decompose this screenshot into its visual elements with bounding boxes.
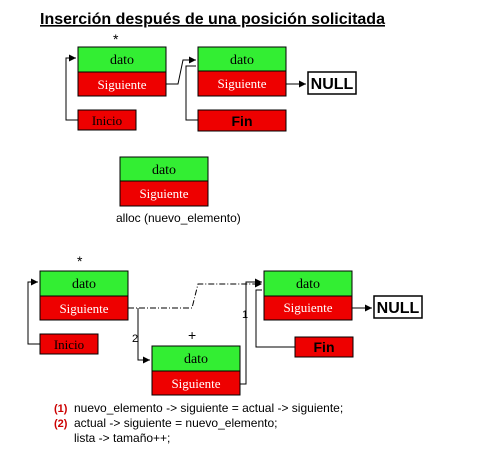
fin-box-2: Fin <box>294 336 354 358</box>
fin-box-1: Fin <box>197 109 287 132</box>
code-line-2: actual -> siguiente = nuevo_elemento; <box>74 416 277 430</box>
null-label: NULL <box>311 76 354 93</box>
null-box-1: NULL <box>307 71 357 95</box>
node-siguiente-label: Siguiente <box>139 186 188 201</box>
old-link-dashed <box>128 280 262 309</box>
code-line-1-num: (1) <box>54 403 68 415</box>
node-siguiente-label: Siguiente <box>217 76 266 91</box>
code-line-2-num: (2) <box>54 418 68 430</box>
node-dato-label: dato <box>230 53 254 68</box>
node-siguiente-label: Siguiente <box>97 77 146 92</box>
node-dato-label: dato <box>152 163 176 178</box>
current-marker-2: * <box>77 253 83 269</box>
node-dato-label: dato <box>184 352 208 367</box>
node-dato-label: dato <box>72 277 96 292</box>
node-dato-label: dato <box>110 53 134 68</box>
alloc-caption: alloc (nuevo_elemento) <box>116 211 241 225</box>
node-current-2: dato Siguiente <box>39 270 129 321</box>
step2-arrow <box>137 308 150 364</box>
node-next-2: dato Siguiente <box>263 270 353 321</box>
node-allocated: dato Siguiente <box>119 156 209 207</box>
node-siguiente-label: Siguiente <box>283 300 332 315</box>
node-next-1: dato Siguiente <box>197 46 287 97</box>
node-current-1: dato Siguiente <box>77 46 167 97</box>
fin-label: Fin <box>314 339 335 355</box>
step1-arrow <box>240 278 262 385</box>
inicio-label: Inicio <box>92 113 122 128</box>
node-siguiente-label: Siguiente <box>59 301 108 316</box>
code-line-1: nuevo_elemento -> siguiente = actual -> … <box>74 401 343 415</box>
node-new: dato Siguiente <box>151 345 241 396</box>
code-line-3: lista -> tamaño++; <box>74 431 170 445</box>
null-box-2: NULL <box>373 295 423 319</box>
page-title: Inserción después de una posición solici… <box>40 11 385 28</box>
step-2-label: 2 <box>132 333 138 345</box>
step-1-label: 1 <box>242 309 248 321</box>
new-marker: + <box>188 327 196 343</box>
inicio-arrow-1 <box>65 54 78 121</box>
fin-label: Fin <box>232 113 253 129</box>
null-label: NULL <box>377 300 420 317</box>
fin-arrow-2 <box>255 289 295 348</box>
inicio-box-1: Inicio <box>77 109 137 131</box>
inicio-label: Inicio <box>54 337 84 352</box>
inicio-arrow-2 <box>27 278 40 345</box>
current-marker-1: * <box>113 31 119 47</box>
fin-arrow-1 <box>185 65 198 121</box>
code-block: (1) nuevo_elemento -> siguiente = actual… <box>54 401 343 445</box>
node-siguiente-label: Siguiente <box>171 376 220 391</box>
inicio-box-2: Inicio <box>39 333 99 355</box>
node-dato-label: dato <box>296 277 320 292</box>
next-arrow-1 <box>166 56 196 85</box>
